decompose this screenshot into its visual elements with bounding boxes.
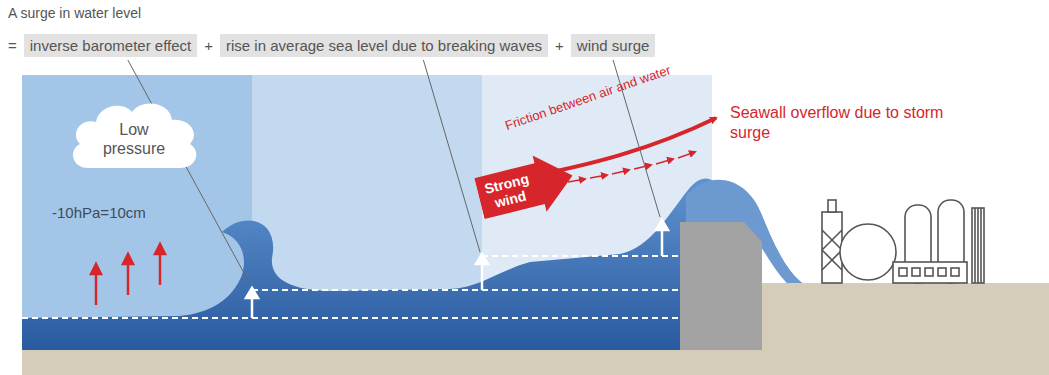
term-box: rise in average sea level due to breakin… (220, 34, 548, 57)
leader-line (423, 60, 480, 252)
wind-arrows (568, 152, 695, 182)
overflow-label: Seawall overflow due to storm surge (730, 103, 970, 143)
land (762, 283, 1049, 350)
sea-bed (22, 350, 1049, 375)
equation-row: = inverse barometer effect + rise in averag… (8, 34, 655, 57)
node-text: rise in average sea level due to breakin… (226, 37, 542, 54)
title: A surge in water level (8, 5, 141, 21)
node-text: Low pressure (94, 120, 174, 158)
pressure-arrows (91, 244, 165, 305)
term-box: inverse barometer effect (24, 34, 197, 57)
leader-line (128, 60, 250, 284)
operator-symbol: + (204, 37, 213, 54)
rise-arrows (246, 220, 668, 318)
node-text: inverse barometer effect (30, 37, 191, 54)
operator-symbol: + (555, 37, 564, 54)
seawall (680, 222, 762, 350)
node-text: wind surge (577, 37, 650, 54)
operator-symbol: = (8, 37, 17, 54)
industrial-plant (822, 200, 984, 283)
sea-water (22, 179, 724, 350)
cloud-shape: Low pressure (66, 98, 202, 172)
water-level-lines (22, 256, 680, 318)
pressure-note: -10hPa=10cm (52, 204, 146, 221)
term-box: wind surge (571, 34, 656, 57)
